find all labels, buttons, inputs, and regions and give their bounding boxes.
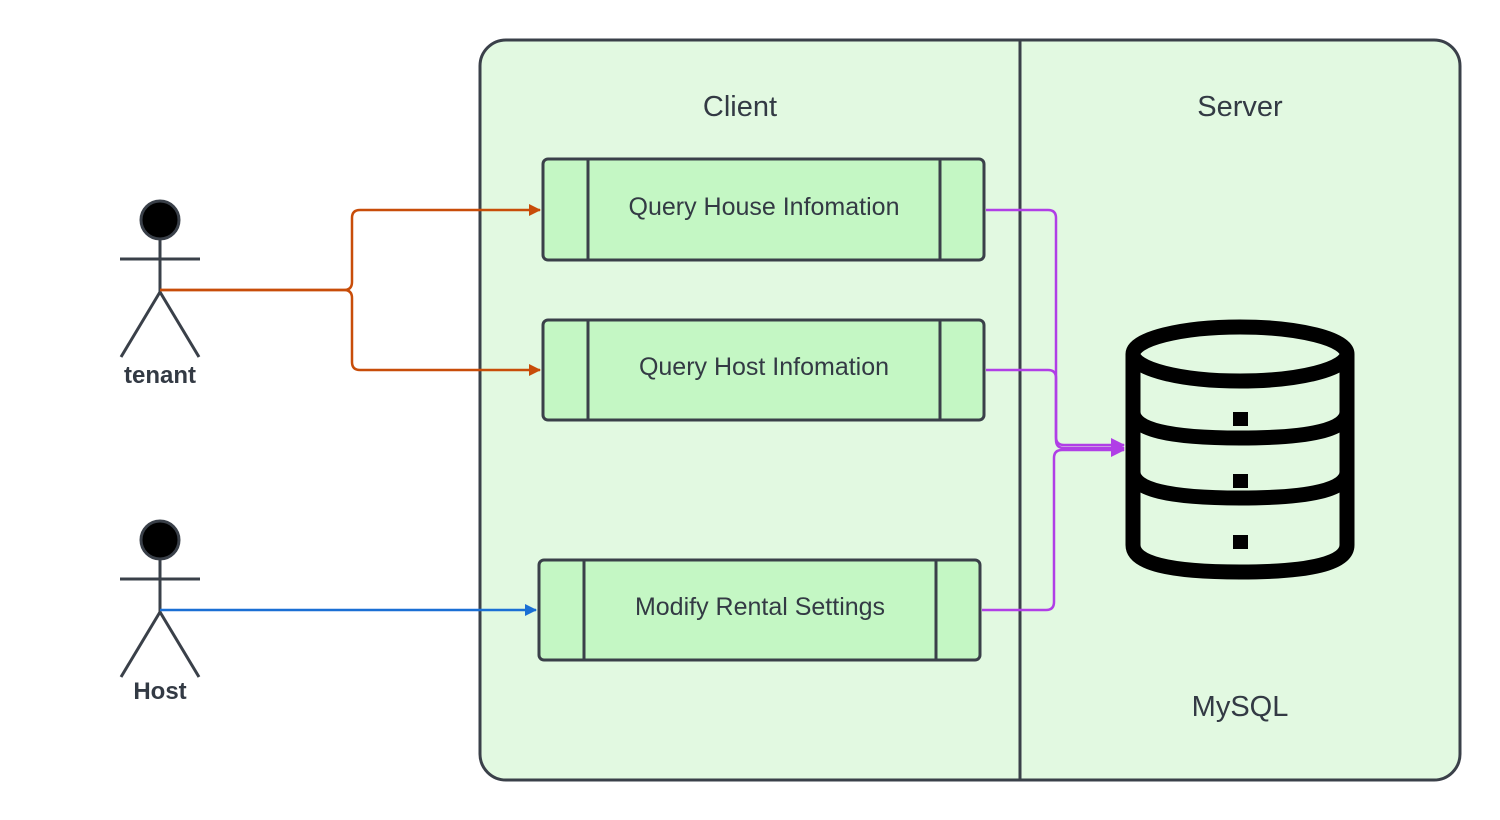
actor-tenant-label: tenant xyxy=(124,362,196,389)
client-lane-title: Client xyxy=(703,91,777,123)
process-modify-rental-label: Modify Rental Settings xyxy=(635,593,885,621)
connector-query-house-db xyxy=(986,208,1125,452)
actor-host-label: Host xyxy=(133,678,186,705)
database-label: MySQL xyxy=(1192,691,1289,723)
process-modify-rental[interactable]: Modify Rental Settings xyxy=(537,558,982,662)
process-query-host-label: Query Host Infomation xyxy=(639,353,889,381)
process-query-house[interactable]: Query House Infomation xyxy=(541,157,986,262)
connector-modify-rental-db xyxy=(982,443,1125,612)
actor-host[interactable]: Host xyxy=(119,519,201,705)
connector-query-host-db xyxy=(986,368,1125,455)
process-query-host[interactable]: Query Host Infomation xyxy=(541,318,986,422)
server-lane-title: Server xyxy=(1197,91,1283,123)
stick-figure-icon xyxy=(119,519,201,678)
stick-figure-icon xyxy=(119,199,201,358)
actor-tenant[interactable]: tenant xyxy=(119,199,201,389)
connector-tenant-query-host xyxy=(160,288,541,376)
database-icon xyxy=(1125,319,1355,580)
process-query-house-label: Query House Infomation xyxy=(629,193,900,221)
